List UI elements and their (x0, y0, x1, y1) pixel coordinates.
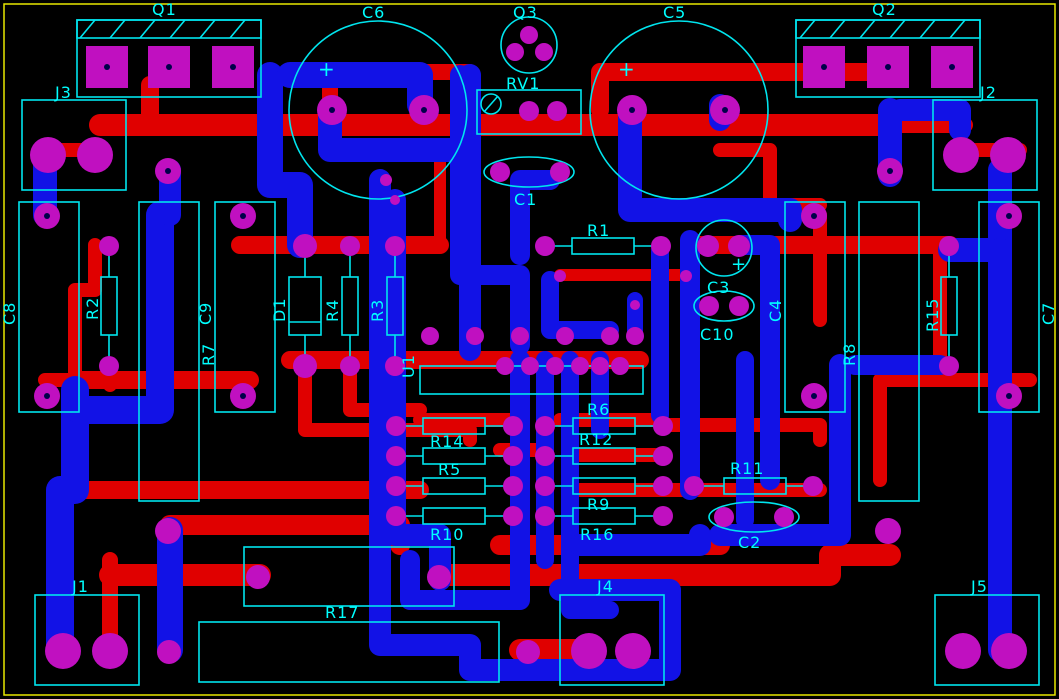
label-c5: C5 (663, 3, 686, 22)
label-r6: R6 (587, 400, 610, 419)
label-c1: C1 (514, 190, 537, 209)
label-d1: D1 (270, 298, 289, 323)
label-c4: C4 (766, 299, 785, 322)
label-j1: J1 (71, 577, 89, 596)
label-r14: R14 (430, 432, 464, 451)
label-j3: J3 (54, 83, 72, 102)
label-r1: R1 (587, 221, 610, 240)
label-r7: R7 (199, 343, 218, 366)
label-r11: R11 (730, 459, 764, 478)
polarity-c5: + (618, 57, 636, 81)
polarity-c3: + (731, 254, 747, 275)
label-j4: J4 (596, 577, 614, 596)
label-c10: C10 (700, 325, 735, 344)
label-j5: J5 (970, 577, 988, 596)
label-rv1: RV1 (506, 74, 540, 93)
label-j2: J2 (979, 83, 997, 102)
label-r17: R17 (325, 603, 359, 622)
label-r12: R12 (579, 430, 613, 449)
label-c9: C9 (196, 302, 215, 325)
label-c7: C7 (1039, 302, 1058, 325)
label-r5: R5 (438, 460, 461, 479)
label-u1: U1 (399, 354, 418, 378)
label-r15: R15 (923, 298, 942, 332)
designator-labels: Q1 Q2 Q3 C6 C5 RV1 C1 J3 J2 R1 C3 C10 R6… (0, 0, 1058, 622)
label-r8: R8 (840, 343, 859, 366)
label-c3: C3 (707, 278, 730, 297)
label-q1: Q1 (152, 0, 177, 19)
label-r2: R2 (83, 297, 102, 320)
label-c6: C6 (362, 3, 385, 22)
board-outline (3, 3, 1056, 696)
label-q2: Q2 (872, 0, 897, 19)
polarity-c6: + (318, 57, 336, 81)
label-r16: R16 (580, 525, 614, 544)
label-r3: R3 (368, 299, 387, 322)
label-r9: R9 (587, 495, 610, 514)
label-c2: C2 (738, 533, 761, 552)
label-q3: Q3 (513, 3, 538, 22)
label-c8: C8 (0, 302, 19, 325)
label-r10: R10 (430, 525, 464, 544)
pads-layer (30, 26, 1027, 669)
label-r4: R4 (323, 299, 342, 322)
